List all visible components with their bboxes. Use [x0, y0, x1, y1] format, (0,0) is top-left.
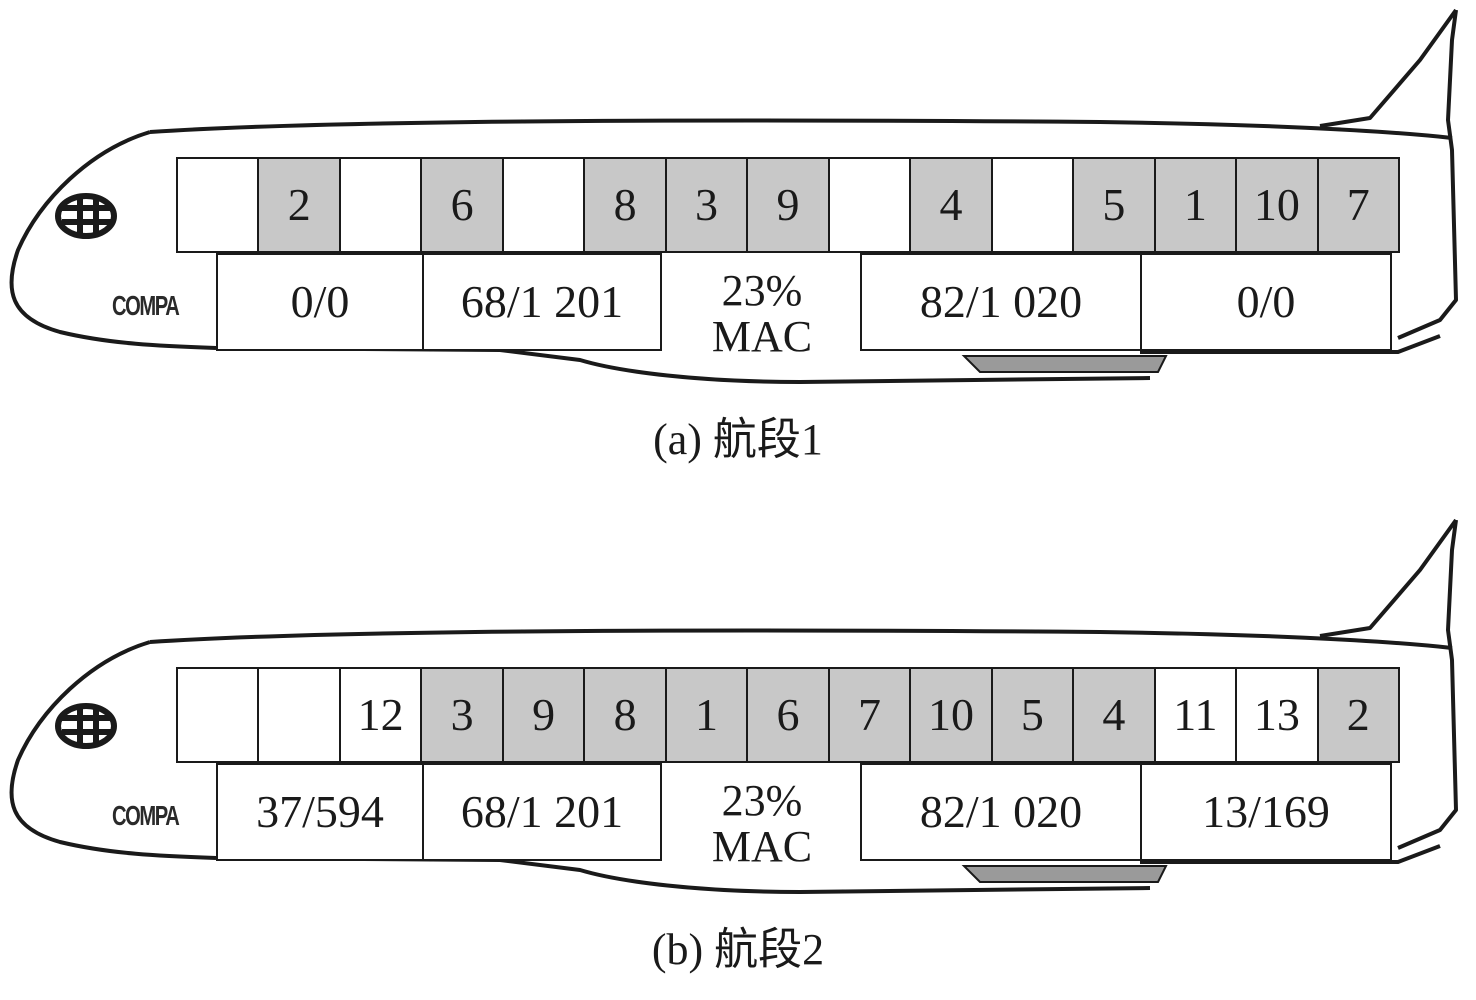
position-cell: 5 — [1074, 159, 1156, 251]
panel-caption: (b) 航段2 — [651, 925, 825, 974]
airline-logo-text: COMPA — [112, 290, 180, 321]
position-cell: 7 — [1318, 159, 1399, 251]
position-cell — [503, 159, 586, 251]
position-cell: 12 — [340, 669, 423, 761]
position-cell: 6 — [422, 159, 504, 251]
hold-5-value: 0/0 — [1140, 253, 1392, 351]
position-cell: 8 — [585, 159, 667, 251]
position-cell: 4 — [911, 159, 993, 251]
hold-1-value: 37/594 — [216, 763, 424, 861]
position-cell — [992, 159, 1075, 251]
position-cell: 1 — [666, 669, 749, 761]
position-cell: 1 — [1155, 159, 1238, 251]
aircraft-outline-icon — [9, 8, 1458, 384]
mac-label: MAC — [711, 312, 813, 361]
airline-logo-text: COMPA — [112, 800, 180, 831]
position-cell — [259, 669, 341, 761]
position-cell: 9 — [748, 159, 830, 251]
position-cell: 3 — [666, 159, 749, 251]
position-cell: 2 — [1318, 669, 1399, 761]
position-cell — [178, 669, 260, 761]
mac-label: MAC — [711, 822, 813, 871]
hold-4-value: 82/1 020 — [860, 763, 1142, 861]
panel-caption: (a) 航段1 — [653, 415, 823, 464]
mac-value: 23% — [721, 266, 803, 315]
hold-1-value: 0/0 — [216, 253, 424, 351]
hold-5-value: 13/169 — [1140, 763, 1392, 861]
position-cell — [178, 159, 260, 251]
position-cell: 3 — [422, 669, 504, 761]
hold-2-value: 68/1 201 — [422, 763, 662, 861]
position-cell: 10 — [1237, 159, 1319, 251]
hold-2-value: 68/1 201 — [422, 253, 662, 351]
mac-indicator: 23% MAC — [662, 778, 862, 870]
position-cell — [829, 159, 912, 251]
position-cell: 2 — [259, 159, 341, 251]
position-cell: 10 — [911, 669, 993, 761]
position-cell: 4 — [1074, 669, 1156, 761]
hold-4-value: 82/1 020 — [860, 253, 1142, 351]
position-cell: 8 — [585, 669, 667, 761]
position-cell: 7 — [829, 669, 912, 761]
mac-value: 23% — [721, 776, 803, 825]
mac-indicator: 23% MAC — [662, 268, 862, 360]
position-cell: 9 — [503, 669, 586, 761]
aircraft-outline-icon — [9, 518, 1458, 894]
position-cell: 13 — [1237, 669, 1319, 761]
position-cell: 5 — [992, 669, 1075, 761]
position-cell — [340, 159, 423, 251]
position-cell: 6 — [748, 669, 830, 761]
position-cell: 11 — [1155, 669, 1238, 761]
